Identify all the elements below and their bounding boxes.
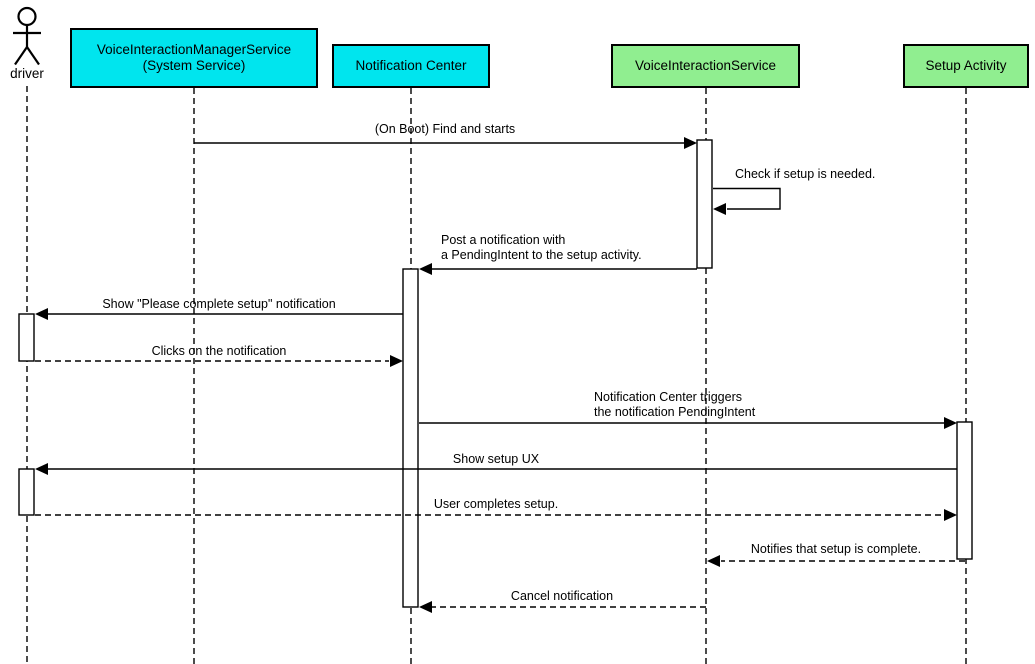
message-label-clicks-on-notification: Clicks on the notification [151,344,287,358]
message-arrowhead-cancel-notification [419,601,432,613]
message-label-triggers-pendingintent: Notification Center triggers the notific… [594,390,755,420]
message-line-check-if-setup-is-needed [713,187,781,210]
participant-label-line1: Setup Activity [925,58,1007,73]
message-arrowhead-post-a-notification [419,263,432,275]
activation-bar-driver-2 [18,468,35,516]
message-arrowhead-on-boot-find-and-starts [684,137,697,149]
activation-bar-voice-interaction-service [696,139,713,269]
actor-driver-icon [13,6,41,66]
message-arrowhead-show-setup-ux [35,463,48,475]
participant-label-line1: Notification Center [355,58,467,73]
participant-box-voice-interaction-manager-service: VoiceInteractionManagerService (System S… [70,28,318,88]
actor-driver-label: driver [10,66,44,81]
message-label-notifies-setup-complete: Notifies that setup is complete. [750,542,922,556]
message-label-cancel-notification: Cancel notification [510,589,614,603]
message-label-check-if-setup-is-needed: Check if setup is needed. [735,167,876,181]
activation-bar-notification-center [402,268,419,608]
participant-label-line1: VoiceInteractionManagerService [96,42,292,57]
message-label-line1: Notification Center triggers [594,390,742,404]
message-label-on-boot-find-and-starts: (On Boot) Find and starts [374,122,516,136]
participant-label-line2: (System Service) [142,58,246,73]
message-arrowhead-clicks-on-notification [390,355,403,367]
participant-box-notification-center: Notification Center [332,44,490,88]
message-arrowhead-user-completes-setup [944,509,957,521]
participant-box-voice-interaction-service: VoiceInteractionService [611,44,800,88]
message-label-post-a-notification: Post a notification with a PendingIntent… [441,233,642,263]
message-label-line1: Post a notification with [441,233,566,247]
participant-box-setup-activity: Setup Activity [903,44,1029,88]
activation-bar-setup-activity [956,421,973,560]
participant-label-line1: VoiceInteractionService [634,58,777,73]
activation-bar-driver-1 [18,313,35,362]
message-arrowhead-notifies-setup-complete [707,555,720,567]
message-label-show-setup-notification: Show "Please complete setup" notificatio… [102,297,336,311]
message-arrowhead-show-setup-notification [35,308,48,320]
message-arrowhead-triggers-pendingintent [944,417,957,429]
message-label-user-completes-setup: User completes setup. [433,497,559,511]
message-label-line2: the notification PendingIntent [594,405,756,419]
message-label-line2: a PendingIntent to the setup activity. [441,248,642,262]
message-arrowhead-check-if-setup-is-needed [713,203,726,215]
message-label-show-setup-ux: Show setup UX [452,452,540,466]
